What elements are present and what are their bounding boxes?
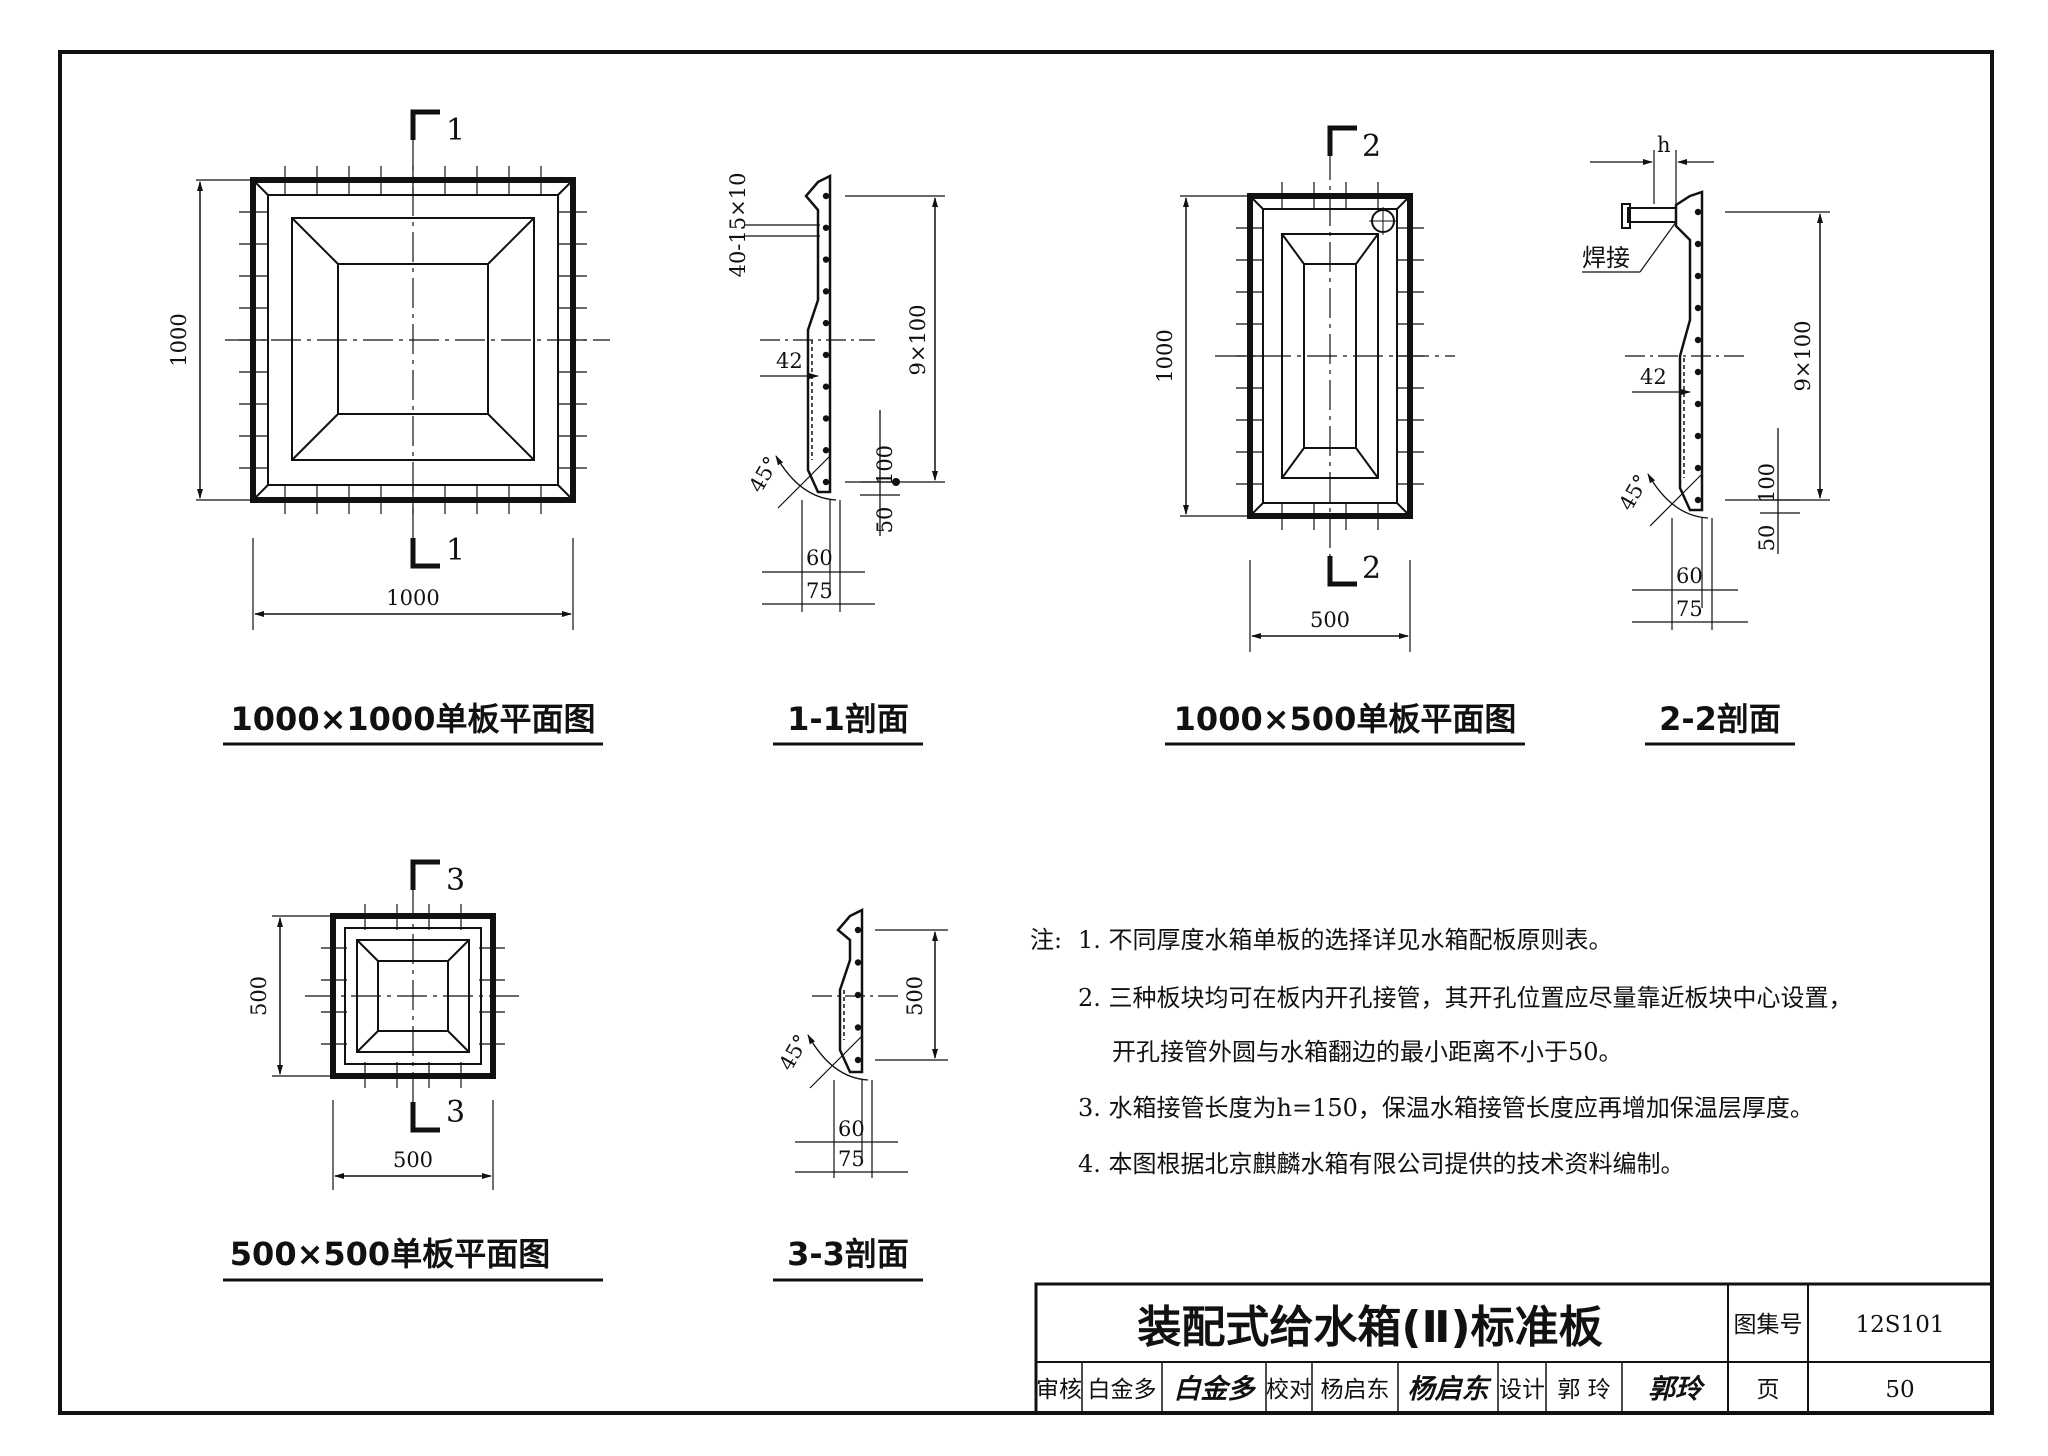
bolt-hole [1694, 336, 1702, 344]
bolt-hole [822, 383, 830, 390]
bolt-hole [1694, 400, 1702, 408]
bolt-hole [822, 415, 830, 422]
bolt-hole [822, 351, 830, 359]
dim-75: 75 [806, 579, 833, 603]
review-label: 审核 [1036, 1377, 1082, 1403]
bolt-hole [1694, 240, 1702, 248]
dim-top: 40-15×10 [726, 173, 750, 278]
weld-label: 焊接 [1582, 244, 1630, 272]
bolt-holes [822, 192, 830, 486]
reviewer-signature: 白金多 [1174, 1374, 1257, 1405]
caption-section-2-2: 2-2剖面 [1659, 700, 1781, 738]
bolt-hole [1694, 368, 1702, 376]
note-2-cont: 开孔接管外圆与水箱翻边的最小距离不小于50。 [1112, 1038, 1623, 1066]
note-4: 4. 本图根据北京麒麟水箱有限公司提供的技术资料编制。 [1078, 1150, 1685, 1178]
notes-label: 注: [1030, 926, 1062, 954]
dim-flange: 42 [776, 349, 803, 373]
bolt-hole [854, 926, 862, 934]
dim-angle: 45° [1614, 470, 1653, 514]
bolt-hole [822, 478, 830, 486]
dim-height: 1000 [167, 313, 191, 366]
atlas-label: 图集号 [1734, 1312, 1803, 1338]
bolt-hole [1694, 304, 1702, 312]
plan-500x500: 3 3 500 500 500×500单板平面图 [223, 859, 603, 1282]
bolt-hole [1694, 496, 1702, 504]
dim-h: h [1657, 133, 1671, 157]
dim-height: 500 [903, 976, 927, 1016]
plan-1000x500: 2 2 1000 500 1000×500单板平面图 [1153, 125, 1525, 746]
bolt-hole [822, 447, 830, 454]
bolt-hole [822, 288, 830, 295]
bolt-hole [854, 959, 862, 966]
bolt-hole [822, 192, 830, 200]
dim-angle: 45° [774, 1030, 813, 1074]
dim-60: 60 [838, 1117, 865, 1141]
bolt-hole [1694, 208, 1702, 216]
dim-100: 100 [873, 445, 897, 485]
bolt-hole [822, 256, 830, 263]
dim-60: 60 [806, 546, 833, 570]
dim-height: 500 [247, 976, 271, 1016]
bolt-hole [1694, 464, 1702, 472]
section-1-1: 40-15×10 42 9×100 100 50 45° 60 75 1-1剖面 [726, 173, 945, 746]
dim-width: 500 [393, 1148, 433, 1172]
page-label: 页 [1757, 1377, 1780, 1403]
dim-75: 75 [1676, 597, 1703, 621]
caption-plan-500x500: 500×500单板平面图 [230, 1235, 550, 1273]
section-mark-top: 3 [446, 863, 465, 898]
dim-100: 100 [1755, 463, 1779, 503]
bolt-hole [822, 224, 830, 231]
bolt-hole [854, 991, 862, 999]
section-mark-top: 2 [1362, 129, 1381, 164]
section-mark-top: 1 [446, 113, 465, 148]
checker-name: 杨启东 [1321, 1377, 1390, 1403]
dim-flange: 42 [1640, 365, 1667, 389]
dim-50: 50 [1755, 525, 1779, 552]
notes: 注: 1. 不同厚度水箱单板的选择详见水箱配板原则表。 2. 三种板块均可在板内… [1030, 926, 1853, 1178]
section-3-3: 500 45° 60 75 3-3剖面 [773, 907, 948, 1282]
plan-1000x1000: 1 1 1000 1000 1000×1000单板平面图 [167, 109, 610, 746]
bolt-hole [1694, 272, 1702, 280]
dim-width: 1000 [386, 586, 439, 610]
design-label: 设计 [1499, 1377, 1545, 1403]
caption-plan-1000x500: 1000×500单板平面图 [1174, 700, 1517, 738]
reviewer-name: 白金多 [1088, 1377, 1157, 1403]
caption-section-1-1: 1-1剖面 [787, 700, 909, 738]
atlas-number: 12S101 [1856, 1312, 1945, 1338]
dim-50: 50 [873, 507, 897, 534]
bolt-hole [1694, 432, 1702, 440]
caption-plan-1000x1000: 1000×1000单板平面图 [231, 700, 596, 738]
dim-height: 9×100 [1791, 320, 1815, 391]
caption-section-3-3: 3-3剖面 [787, 1235, 909, 1273]
dim-75: 75 [838, 1147, 865, 1171]
bolt-hole [854, 1056, 862, 1064]
bolt-hole [854, 1024, 862, 1031]
section-mark-bottom: 2 [1362, 551, 1381, 586]
designer-signature: 郭玲 [1648, 1374, 1706, 1405]
section-mark-bottom: 3 [446, 1095, 465, 1130]
page-number: 50 [1885, 1377, 1914, 1403]
dim-height: 1000 [1153, 329, 1177, 382]
dim-60: 60 [1676, 564, 1703, 588]
bolt-holes [1694, 208, 1702, 504]
bolt-hole [822, 319, 830, 327]
dim-height: 9×100 [906, 304, 930, 375]
section-2-2: h 焊接 42 9×100 100 50 45° 60 75 2-2剖面 [1582, 133, 1830, 746]
dim-width: 500 [1310, 608, 1350, 632]
check-label: 校对 [1266, 1377, 1312, 1403]
title-block: 装配式给水箱(Ⅱ)标准板 图集号 12S101 页 50 审核 白金多 白金多 … [1034, 1282, 1994, 1415]
checker-signature: 杨启东 [1408, 1374, 1493, 1405]
section-mark-bottom: 1 [446, 533, 465, 568]
note-3: 3. 水箱接管长度为h=150，保温水箱接管长度应再增加保温层厚度。 [1078, 1094, 1814, 1122]
note-2: 2. 三种板块均可在板内开孔接管，其开孔位置应尽量靠近板块中心设置， [1078, 984, 1853, 1012]
drawing-title: 装配式给水箱(Ⅱ)标准板 [1137, 1302, 1602, 1353]
designer-name: 郭 玲 [1557, 1377, 1610, 1403]
note-1: 1. 不同厚度水箱单板的选择详见水箱配板原则表。 [1078, 926, 1613, 954]
sheet-border [58, 50, 1994, 1415]
